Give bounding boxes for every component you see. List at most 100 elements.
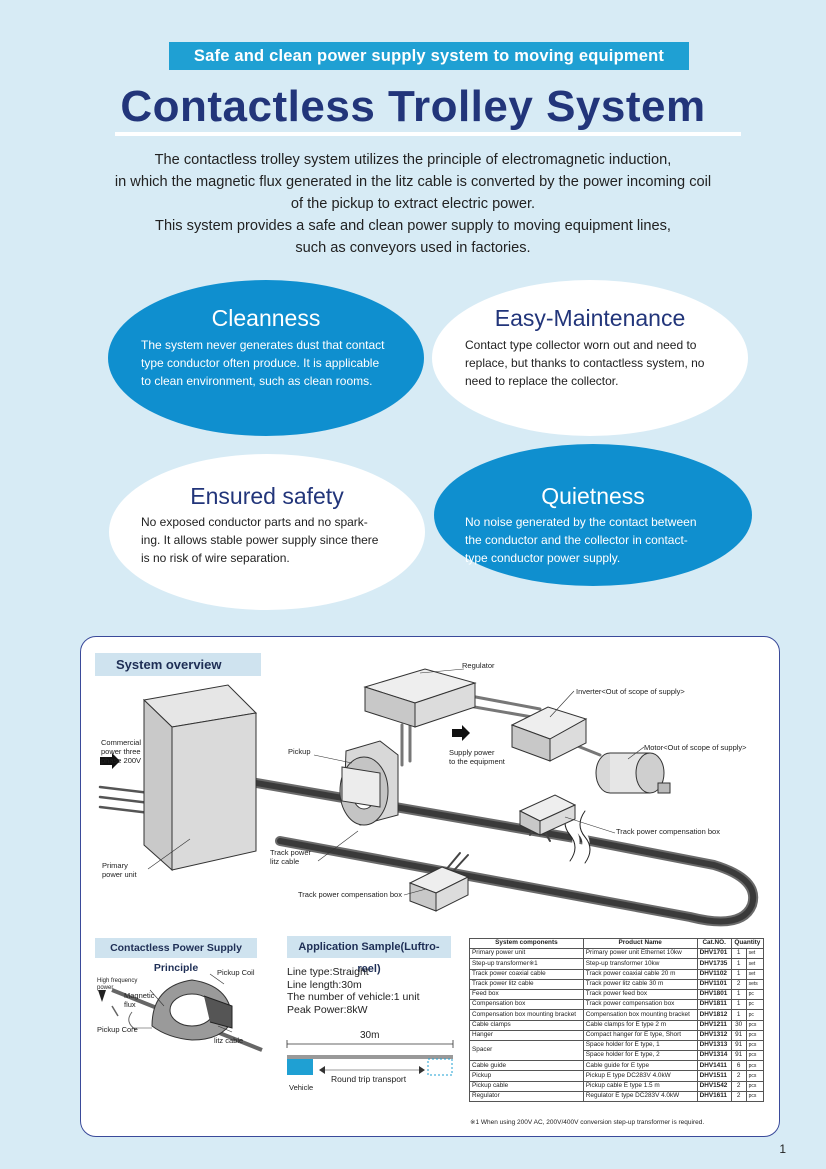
- table-cell: 1: [730, 1009, 747, 1021]
- table-cell: 2: [730, 1090, 747, 1103]
- label-litz-cable-principle: litz cable: [214, 1036, 244, 1045]
- label-track-compensation-right: Track power compensation box: [616, 827, 720, 836]
- table-cell: pc: [745, 999, 765, 1011]
- header-banner: Safe and clean power supply system to mo…: [169, 42, 689, 70]
- column-header: System components: [469, 937, 584, 950]
- feature-quietness: Quietness No noise generated by the cont…: [434, 444, 752, 586]
- table-cell: Regulator: [469, 1090, 584, 1103]
- label-vehicle: Vehicle: [289, 1083, 314, 1092]
- feature-easy-maintenance: Easy-Maintenance Contact type collector …: [432, 280, 748, 436]
- intro-text: The contactless trolley system utilizes …: [60, 149, 766, 259]
- table-cell: pc: [745, 988, 765, 1001]
- table-cell: DHV1314: [696, 1050, 732, 1062]
- table-cell: Pickup: [469, 1070, 584, 1082]
- regulator-box: [363, 668, 477, 728]
- feature-text: The system never generates dust that con…: [141, 338, 385, 352]
- table-cell: 1: [730, 988, 747, 1001]
- table-cell: sets: [745, 978, 765, 990]
- table-cell: Pickup cable: [469, 1080, 584, 1092]
- table-cell: DHV1611: [696, 1090, 732, 1103]
- table-cell: Primary power unit Ethernet 10kw: [582, 948, 698, 960]
- table-cell: Spacer: [469, 1039, 584, 1062]
- line-length-label: 30m: [360, 1030, 380, 1041]
- system-overview-heading: System overview: [95, 653, 261, 676]
- table-cell: 2: [730, 978, 747, 990]
- table-cell: 2: [730, 1080, 747, 1092]
- label-line: Track power: [270, 848, 311, 857]
- track-compensation-box-right: [518, 794, 577, 836]
- input-arrow-icon: [100, 753, 120, 769]
- label-primary-power-unit: Primary power unit: [102, 861, 137, 879]
- table-cell: set: [745, 958, 765, 970]
- table-cell: pcs: [745, 1090, 765, 1103]
- feature-title: Quietness: [541, 483, 645, 509]
- table-cell: DHV1211: [696, 1019, 732, 1031]
- table-cell: Compensation box: [469, 999, 584, 1011]
- page-title: Contactless Trolley System: [120, 82, 706, 131]
- table-cell: DHV1812: [696, 1009, 732, 1021]
- table-cell: 91: [730, 1050, 747, 1062]
- spec-line: Line length:30m: [287, 978, 362, 991]
- feature-ensured-safety: Ensured safety No exposed conductor part…: [109, 454, 425, 610]
- label-line: to the equipment: [449, 757, 505, 766]
- label-track-compensation-bottom: Track power compensation box: [298, 890, 402, 899]
- table-cell: 91: [730, 1039, 747, 1052]
- table-cell: DHV1411: [696, 1060, 732, 1072]
- table-cell: 6: [730, 1060, 747, 1072]
- application-specs: Line type:Straight Line length:30m The n…: [287, 966, 420, 1016]
- feature-text: Contact type collector worn out and need…: [465, 338, 697, 352]
- label-litz-cable: Track power litz cable: [270, 848, 311, 866]
- feature-text: the conductor and the collector in conta…: [465, 533, 688, 547]
- label-line: Supply power: [449, 748, 495, 757]
- label-line: Commercial: [101, 738, 142, 747]
- table-cell: Space holder for E type, 2: [582, 1050, 698, 1062]
- feature-title: Easy-Maintenance: [494, 305, 686, 331]
- pickup: [339, 740, 399, 826]
- table-cell: Track power coaxial cable 20 m: [582, 968, 698, 980]
- table-cell: pcs: [745, 1029, 765, 1041]
- table-cell: DHV1701: [696, 948, 732, 960]
- table-cell: Pickup E type DC283V 4.0kW: [582, 1070, 698, 1082]
- table-cell: Track power coaxial cable: [469, 968, 584, 980]
- table-header-row: System components Product Name Cat.NO. Q…: [469, 937, 765, 950]
- feature-text: to clean environment, such as clean room…: [141, 374, 373, 388]
- table-cell: Compensation box mounting bracket: [469, 1009, 584, 1021]
- table-cell: 2: [730, 1070, 747, 1082]
- table-cell: Regulator E type DC283V 4.0kW: [582, 1090, 698, 1103]
- track-compensation-box-bottom: [408, 866, 470, 912]
- table-cell: 1: [730, 948, 747, 960]
- spec-line: Peak Power:8kW: [287, 1003, 368, 1016]
- table-cell: DHV1101: [696, 978, 732, 990]
- table-cell: Step-up transformer 10kw: [582, 958, 698, 970]
- table-cell: DHV1102: [696, 968, 732, 980]
- feature-text: ing. It allows stable power supply since…: [141, 533, 379, 547]
- motor: [595, 752, 671, 794]
- feature-text: replace, but thanks to contactless syste…: [465, 356, 705, 370]
- label-supply-power: Supply power to the equipment: [449, 748, 505, 766]
- feature-text: type conductor power supply.: [465, 551, 621, 565]
- label-regulator: Regulator: [462, 661, 495, 670]
- label-inverter: Inverter<Out of scope of supply>: [576, 687, 685, 696]
- application-heading: Application Sample(Luftro-reel): [287, 936, 451, 975]
- table-cell: set: [745, 948, 765, 960]
- label-round-trip: Round trip transport: [331, 1074, 407, 1084]
- label-motor: Motor<Out of scope of supply>: [644, 743, 747, 752]
- intro-line: such as conveyors used in factories.: [295, 240, 531, 256]
- table-cell: DHV1811: [696, 999, 732, 1011]
- label-high-frequency: High frequency power: [97, 978, 137, 992]
- label-line: Primary: [102, 861, 128, 870]
- vehicle-block: [287, 1059, 313, 1075]
- intro-line: This system provides a safe and clean po…: [155, 218, 671, 234]
- table-cell: Track power litz cable: [469, 978, 584, 990]
- feature-title: Cleanness: [211, 305, 321, 331]
